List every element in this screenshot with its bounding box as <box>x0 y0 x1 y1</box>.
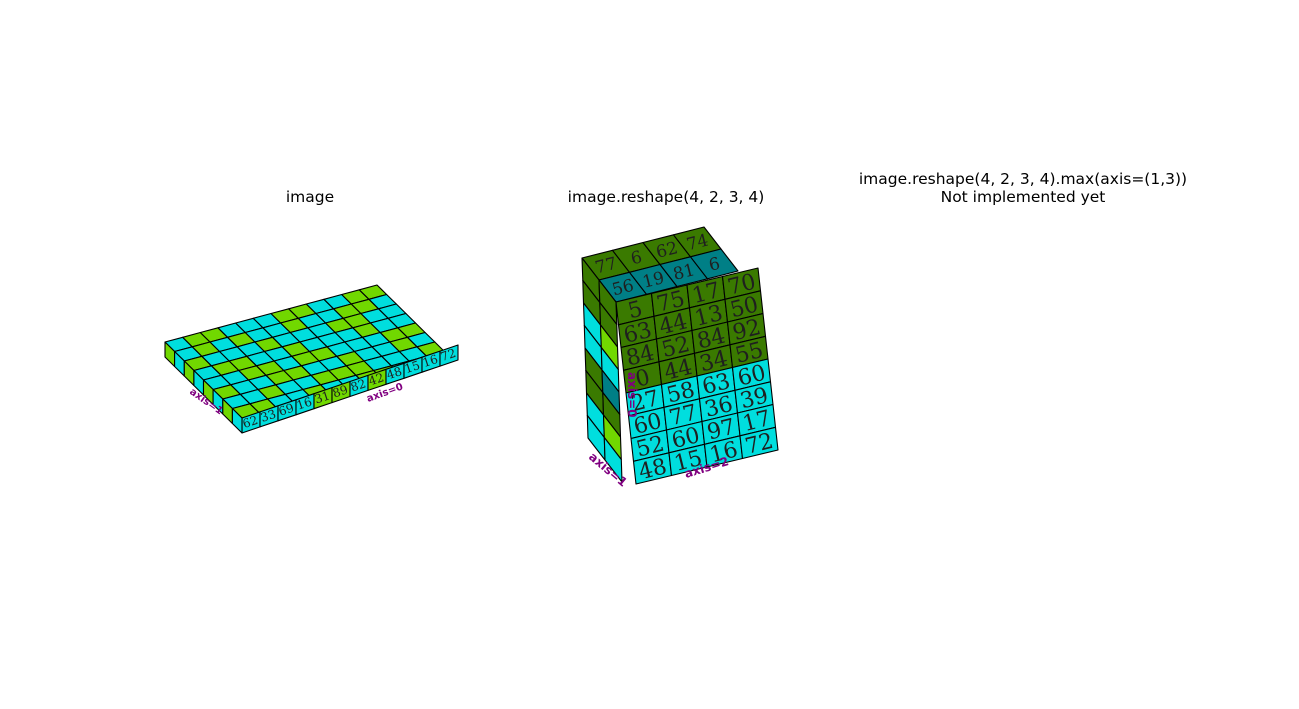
cuboid-front-value: 48 <box>636 454 669 485</box>
panel-title-reshape: image.reshape(4, 2, 3, 4) <box>567 188 765 206</box>
image-front-cell <box>439 344 459 367</box>
image-value-label: 31 <box>313 388 332 406</box>
image-value-label: 48 <box>385 364 404 382</box>
not-implemented-note: Not implemented yet <box>940 188 1106 206</box>
cuboid-front-value: 5 <box>626 297 646 325</box>
cuboid-left-cell <box>603 436 623 483</box>
image-value-label: 16 <box>295 395 314 413</box>
image-value-label: 15 <box>403 358 422 376</box>
image-value-label: 69 <box>277 401 296 419</box>
image-value-label: 42 <box>367 370 386 388</box>
image-value-label: 62 <box>241 413 260 431</box>
image-value-label: 89 <box>331 382 350 400</box>
cuboid-front-value: 72 <box>743 429 776 460</box>
image-value-label: 16 <box>421 352 440 370</box>
panel-title-max: image.reshape(4, 2, 3, 4).max(axis=(1,3)… <box>823 170 1223 206</box>
image-value-label: 33 <box>259 407 278 425</box>
cuboid-top-cell <box>689 248 739 280</box>
panel-title-max-line: image.reshape(4, 2, 3, 4).max(axis=(1,3)… <box>858 170 1188 188</box>
axis-0-label: axis=0 <box>625 372 639 418</box>
panel-title-image: image <box>285 188 335 206</box>
cuboid-top-value: 6 <box>629 247 644 269</box>
image-left-cell <box>231 407 243 434</box>
image-value-label: 72 <box>439 346 458 364</box>
cuboid-top-value: 6 <box>707 254 722 276</box>
cuboid-front-value: 0 <box>633 365 653 393</box>
cuboid-front-cell <box>739 426 779 460</box>
image-value-label: 82 <box>349 376 368 394</box>
